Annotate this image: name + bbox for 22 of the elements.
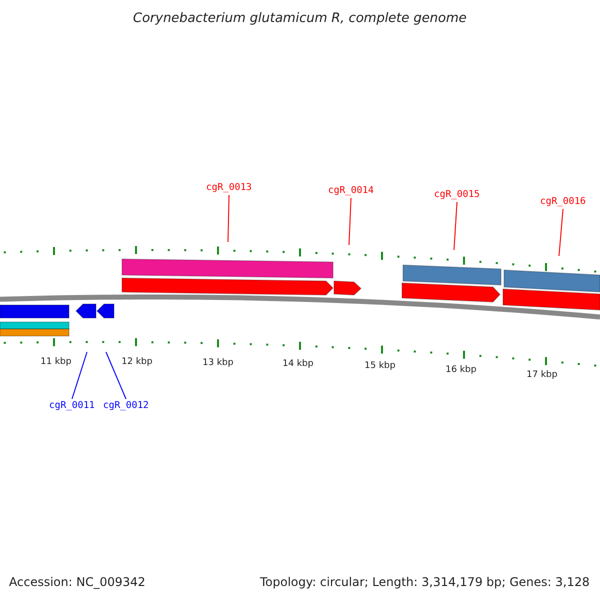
gene-label: cgR_0013 <box>206 183 252 192</box>
gene-label: cgR_0015 <box>434 190 480 200</box>
scale-label: 16 kbp <box>446 366 476 374</box>
genome-info-text: Topology: circular; Length: 3,314,179 bp; Genes: 3,128 <box>260 576 590 588</box>
leader-line <box>454 202 458 250</box>
accession-text: Accession: NC_009342 <box>9 576 146 588</box>
gene-label: cgR_0016 <box>540 197 586 206</box>
scale-label: 15 kbp <box>364 362 396 370</box>
leader-line <box>106 352 126 400</box>
diagram-title: Corynebacterium glutamicum R, complete genome <box>133 12 467 24</box>
scale-label: 17 kbp <box>526 370 558 380</box>
scale-label: 13 kbp <box>202 358 234 368</box>
leader-line <box>72 352 88 400</box>
gene-label: cgR_0014 <box>328 186 374 196</box>
leader-line <box>558 208 564 256</box>
scale-label: 12 kbp <box>122 358 152 366</box>
leader-line <box>228 194 230 242</box>
gene-label: cgR_0012 <box>103 401 149 410</box>
scale-label: 11 kbp <box>40 358 72 366</box>
leader-line <box>348 198 352 246</box>
gene-label: cgR_0011 <box>49 401 95 410</box>
scale-label: 14 kbp <box>282 360 314 368</box>
